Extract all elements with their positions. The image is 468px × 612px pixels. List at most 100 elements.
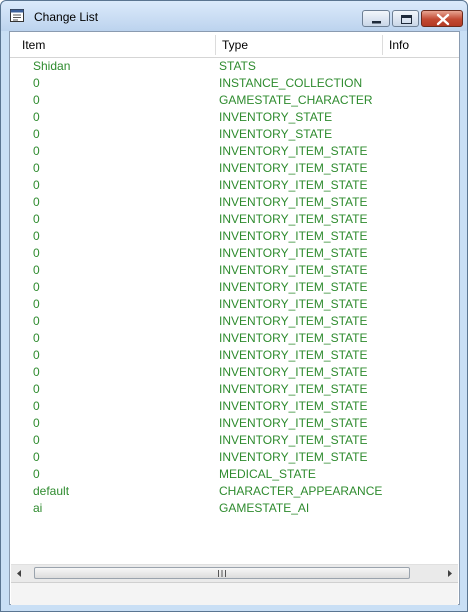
list-row[interactable]: Shidan STATS: [10, 58, 459, 75]
row-item-cell: 0: [33, 365, 40, 379]
row-type-cell: INVENTORY_ITEM_STATE: [219, 178, 368, 192]
maximize-button[interactable]: [392, 10, 419, 27]
row-type-cell: INSTANCE_COLLECTION: [219, 76, 363, 90]
list-row[interactable]: 0 INVENTORY_ITEM_STATE: [10, 347, 459, 364]
row-type-cell: INVENTORY_ITEM_STATE: [219, 161, 368, 175]
row-item-cell: 0: [33, 178, 40, 192]
list-header: Item Type Info: [10, 32, 459, 58]
row-type-cell: INVENTORY_STATE: [219, 127, 333, 141]
scrollbar-thumb[interactable]: [34, 567, 410, 579]
row-type-cell: INVENTORY_ITEM_STATE: [219, 314, 368, 328]
list-row[interactable]: 0 INVENTORY_ITEM_STATE: [10, 160, 459, 177]
minimize-button[interactable]: [362, 10, 390, 27]
row-type-cell: INVENTORY_ITEM_STATE: [219, 433, 368, 447]
close-icon: [436, 13, 450, 26]
row-type-cell: INVENTORY_ITEM_STATE: [219, 382, 368, 396]
change-list-panel: Item Type Info Shidan STATS 0 INSTANCE_COLL…: [9, 31, 460, 605]
list-row[interactable]: 0 INVENTORY_ITEM_STATE: [10, 381, 459, 398]
row-type-cell: INVENTORY_ITEM_STATE: [219, 348, 368, 362]
close-button[interactable]: [421, 10, 463, 27]
scrollbar-grip: [218, 570, 226, 577]
list-row[interactable]: 0 INVENTORY_ITEM_STATE: [10, 177, 459, 194]
row-type-cell: GAMESTATE_AI: [219, 501, 310, 515]
row-item-cell: default: [33, 484, 70, 498]
title-bar[interactable]: Change List: [1, 1, 467, 31]
row-type-cell: INVENTORY_ITEM_STATE: [219, 246, 368, 260]
minimize-icon: [372, 21, 381, 24]
list-row[interactable]: 0 INVENTORY_ITEM_STATE: [10, 279, 459, 296]
row-item-cell: 0: [33, 229, 40, 243]
row-item-cell: 0: [33, 314, 40, 328]
row-type-cell: INVENTORY_ITEM_STATE: [219, 297, 368, 311]
list-row[interactable]: 0 INVENTORY_ITEM_STATE: [10, 211, 459, 228]
row-item-cell: 0: [33, 331, 40, 345]
list-row[interactable]: 0 INVENTORY_ITEM_STATE: [10, 296, 459, 313]
row-type-cell: INVENTORY_ITEM_STATE: [219, 450, 368, 464]
horizontal-scrollbar[interactable]: [11, 564, 458, 582]
list-row[interactable]: 0 INVENTORY_ITEM_STATE: [10, 364, 459, 381]
row-item-cell: 0: [33, 280, 40, 294]
row-item-cell: 0: [33, 467, 40, 481]
row-item-cell: 0: [33, 450, 40, 464]
row-type-cell: INVENTORY_ITEM_STATE: [219, 399, 368, 413]
row-type-cell: INVENTORY_ITEM_STATE: [219, 416, 368, 430]
status-bar: [11, 582, 458, 605]
row-item-cell: Shidan: [33, 59, 71, 73]
row-item-cell: 0: [33, 127, 40, 141]
row-type-cell: INVENTORY_ITEM_STATE: [219, 195, 368, 209]
column-header-info[interactable]: Info: [389, 38, 410, 52]
list-row[interactable]: 0 INVENTORY_ITEM_STATE: [10, 415, 459, 432]
column-divider[interactable]: [215, 35, 216, 55]
maximize-icon: [401, 15, 412, 24]
app-window-icon: [10, 9, 24, 22]
list-row[interactable]: 0 INVENTORY_ITEM_STATE: [10, 449, 459, 466]
row-item-cell: 0: [33, 399, 40, 413]
list-row[interactable]: 0 INVENTORY_ITEM_STATE: [10, 330, 459, 347]
list-row[interactable]: ai GAMESTATE_AI: [10, 500, 459, 517]
row-type-cell: INVENTORY_ITEM_STATE: [219, 229, 368, 243]
row-type-cell: INVENTORY_ITEM_STATE: [219, 144, 368, 158]
row-item-cell: 0: [33, 161, 40, 175]
row-item-cell: 0: [33, 416, 40, 430]
row-item-cell: 0: [33, 297, 40, 311]
list-row[interactable]: 0 INSTANCE_COLLECTION: [10, 75, 459, 92]
row-type-cell: INVENTORY_ITEM_STATE: [219, 280, 368, 294]
row-item-cell: ai: [33, 501, 43, 515]
column-header-item[interactable]: Item: [22, 38, 46, 52]
list-row[interactable]: 0 GAMESTATE_CHARACTER: [10, 92, 459, 109]
row-item-cell: 0: [33, 93, 40, 107]
list-row[interactable]: 0 INVENTORY_ITEM_STATE: [10, 313, 459, 330]
scroll-right-arrow-icon[interactable]: [441, 565, 458, 582]
row-type-cell: INVENTORY_ITEM_STATE: [219, 263, 368, 277]
row-item-cell: 0: [33, 144, 40, 158]
row-item-cell: 0: [33, 212, 40, 226]
row-item-cell: 0: [33, 382, 40, 396]
list-row[interactable]: 0 INVENTORY_ITEM_STATE: [10, 228, 459, 245]
row-item-cell: 0: [33, 263, 40, 277]
row-type-cell: STATS: [219, 59, 256, 73]
list-row[interactable]: 0 INVENTORY_ITEM_STATE: [10, 262, 459, 279]
list-row[interactable]: 0 INVENTORY_ITEM_STATE: [10, 143, 459, 160]
row-item-cell: 0: [33, 433, 40, 447]
row-item-cell: 0: [33, 76, 40, 90]
row-item-cell: 0: [33, 348, 40, 362]
column-divider[interactable]: [382, 35, 383, 55]
row-type-cell: GAMESTATE_CHARACTER: [219, 93, 373, 107]
list-row[interactable]: 0 INVENTORY_ITEM_STATE: [10, 432, 459, 449]
list-row[interactable]: 0 INVENTORY_STATE: [10, 126, 459, 143]
list-row[interactable]: default CHARACTER_APPEARANCE: [10, 483, 459, 500]
row-type-cell: INVENTORY_ITEM_STATE: [219, 331, 368, 345]
row-type-cell: INVENTORY_ITEM_STATE: [219, 212, 368, 226]
row-type-cell: INVENTORY_ITEM_STATE: [219, 365, 368, 379]
row-type-cell: CHARACTER_APPEARANCE: [219, 484, 383, 498]
row-item-cell: 0: [33, 110, 40, 124]
window-title: Change List: [34, 10, 99, 24]
column-header-type[interactable]: Type: [222, 38, 249, 52]
scroll-left-arrow-icon[interactable]: [11, 565, 28, 582]
list-row[interactable]: 0 INVENTORY_ITEM_STATE: [10, 398, 459, 415]
